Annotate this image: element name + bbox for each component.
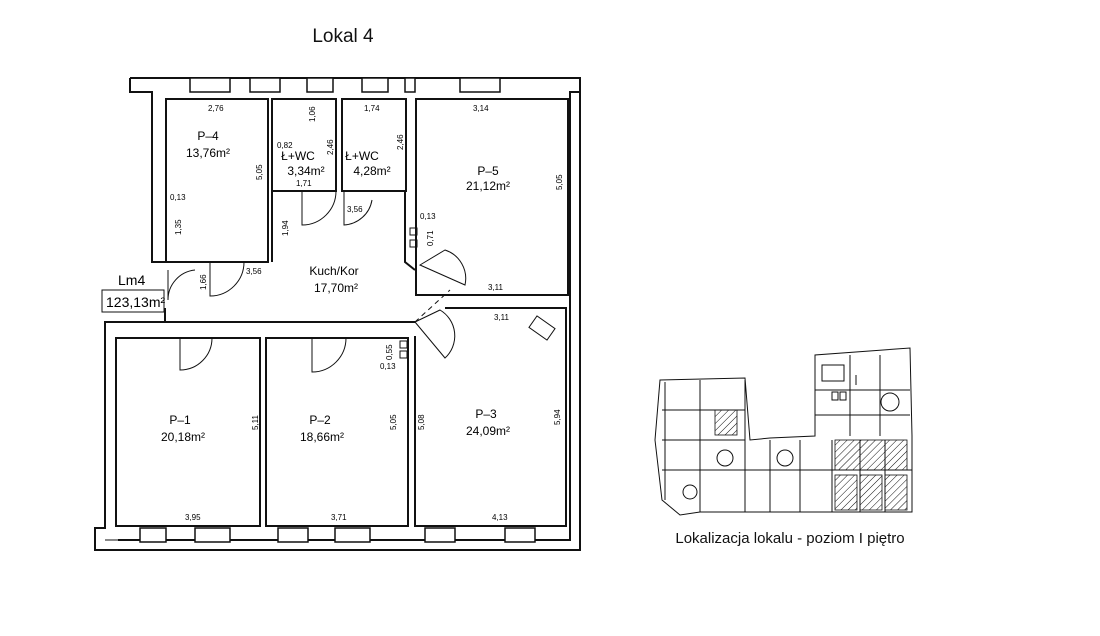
doors [166, 190, 556, 373]
unit-label: Lm4 123,13m² [101, 272, 165, 313]
dimension-labels: 2,76 5,05 0,13 1,35 1,66 3,56 0,82 1,06 … [170, 104, 564, 522]
room-name: P–1 [169, 413, 191, 427]
dim-label: 3,56 [246, 267, 262, 276]
room-area: 18,66m² [300, 430, 344, 444]
dim-label: 3,11 [488, 283, 504, 292]
dim-label: 0,13 [380, 362, 396, 371]
room-area: 21,12m² [466, 179, 510, 193]
dim-label: 5,05 [255, 164, 264, 180]
room-name: Kuch/Kor [309, 264, 358, 278]
dim-label: 1,66 [199, 274, 208, 290]
room-name: P–4 [197, 129, 219, 143]
unit-area: 123,13m² [106, 294, 165, 310]
dim-label: 4,13 [492, 513, 508, 522]
dim-label: 0,82 [277, 141, 293, 150]
dim-label: 3,11 [494, 313, 510, 322]
room-name: P–2 [309, 413, 331, 427]
dim-label: 0,71 [426, 230, 435, 246]
dim-label: 2,46 [326, 139, 335, 155]
room-area: 4,28m² [353, 164, 390, 178]
location-minimap [654, 347, 913, 516]
interior-walls [115, 98, 569, 527]
room-area: 20,18m² [161, 430, 205, 444]
room-name: Ł+WC [345, 149, 379, 163]
dim-label: 5,08 [417, 414, 426, 430]
room-area: 17,70m² [314, 281, 358, 295]
dim-label: 3,95 [185, 513, 201, 522]
dim-label: 5,94 [553, 409, 562, 425]
dim-label: 5,05 [555, 174, 564, 190]
dim-label: 0,13 [420, 212, 436, 221]
room-area: 24,09m² [466, 424, 510, 438]
dim-label: 0,13 [170, 193, 186, 202]
plan-title: Lokal 4 [312, 26, 374, 47]
dim-label: 2,76 [208, 104, 224, 113]
windows [139, 77, 536, 543]
dim-label: 3,56 [347, 205, 363, 214]
room-name: Ł+WC [281, 149, 315, 163]
dim-label: 1,71 [296, 179, 312, 188]
room-area: 3,34m² [287, 164, 324, 178]
dim-label: 1,94 [281, 220, 290, 236]
room-name: P–5 [477, 164, 499, 178]
room-labels: P–4 13,76m² Ł+WC 3,34m² Ł+WC 4,28m² P–5 … [161, 129, 510, 444]
unit-name: Lm4 [118, 272, 145, 288]
room-name: P–3 [475, 407, 497, 421]
outer-walls [94, 77, 581, 551]
dim-label: 5,05 [389, 414, 398, 430]
minimap-caption: Lokalizacja lokalu - poziom I piętro [675, 530, 905, 547]
dim-label: 0,55 [385, 344, 394, 360]
dim-label: 3,71 [331, 513, 347, 522]
dim-label: 1,74 [364, 104, 380, 113]
dim-label: 1,35 [174, 219, 183, 235]
dim-label: 2,46 [396, 134, 405, 150]
dim-label: 5,11 [251, 414, 260, 430]
room-area: 13,76m² [186, 146, 230, 160]
dim-label: 3,14 [473, 104, 489, 113]
dim-label: 1,06 [308, 106, 317, 122]
